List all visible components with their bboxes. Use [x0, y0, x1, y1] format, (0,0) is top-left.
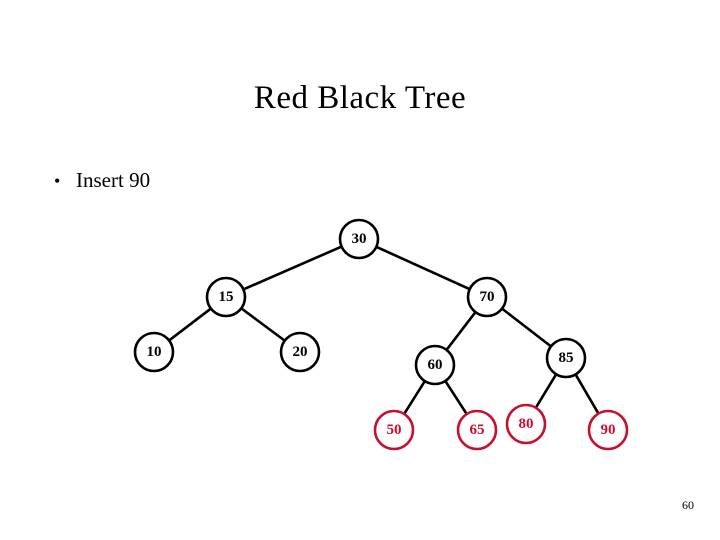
tree-edge-30-70 — [374, 245, 472, 291]
tree-node-70[interactable]: 70 — [466, 276, 508, 318]
tree-node-15[interactable]: 15 — [205, 276, 247, 318]
bullet-list: • Insert 90 — [54, 166, 474, 195]
tree-node-group: 30 15 70 10 20 60 85 50 65 80 90 — [133, 218, 629, 451]
node-circle-15 — [205, 276, 247, 318]
node-label-60: 60 — [428, 357, 443, 373]
node-circle-85 — [545, 337, 587, 379]
tree-edge-group — [167, 244, 601, 417]
bullet-marker-icon: • — [54, 171, 61, 191]
node-label-20: 20 — [293, 344, 308, 360]
tree-edge-60-50 — [402, 378, 427, 417]
node-circle-80 — [505, 403, 547, 445]
tree-node-50[interactable]: 50 — [373, 409, 415, 451]
node-label-50: 50 — [387, 422, 402, 438]
node-circle-60 — [414, 344, 456, 386]
tree-edge-15-20 — [239, 306, 287, 343]
node-circle-50 — [373, 409, 415, 451]
tree-node-80[interactable]: 80 — [505, 403, 547, 445]
tree-edge-85-90 — [573, 372, 601, 416]
tree-node-20[interactable]: 20 — [279, 331, 321, 373]
page-title: Red Black Tree — [253, 80, 467, 116]
bullet-text: Insert 90 — [76, 168, 151, 192]
node-circle-90 — [587, 409, 629, 451]
tree-node-85[interactable]: 85 — [545, 337, 587, 379]
tree-node-60[interactable]: 60 — [414, 344, 456, 386]
page-number: 60 — [682, 498, 694, 512]
node-label-65: 65 — [470, 422, 485, 438]
node-label-80: 80 — [519, 416, 534, 432]
node-label-70: 70 — [480, 289, 495, 305]
node-circle-10 — [133, 331, 175, 373]
tree-edge-85-80 — [534, 372, 558, 410]
node-label-10: 10 — [147, 344, 162, 360]
tree-node-65[interactable]: 65 — [456, 409, 498, 451]
tree-edge-70-85 — [499, 306, 554, 349]
node-circle-20 — [279, 331, 321, 373]
node-label-90: 90 — [601, 422, 616, 438]
node-label-85: 85 — [559, 350, 574, 366]
tree-edge-15-10 — [167, 306, 213, 343]
tree-edge-60-65 — [443, 378, 469, 417]
node-label-30: 30 — [352, 231, 367, 247]
node-label-15: 15 — [219, 289, 234, 305]
tree-edge-70-60 — [444, 309, 478, 353]
tree-edge-30-15 — [241, 244, 344, 292]
list-item: • Insert 90 — [54, 166, 474, 195]
node-circle-65 — [456, 409, 498, 451]
tree-node-10[interactable]: 10 — [133, 331, 175, 373]
node-circle-30 — [338, 218, 380, 260]
tree-node-30[interactable]: 30 — [338, 218, 380, 260]
tree-node-90[interactable]: 90 — [587, 409, 629, 451]
node-circle-70 — [466, 276, 508, 318]
